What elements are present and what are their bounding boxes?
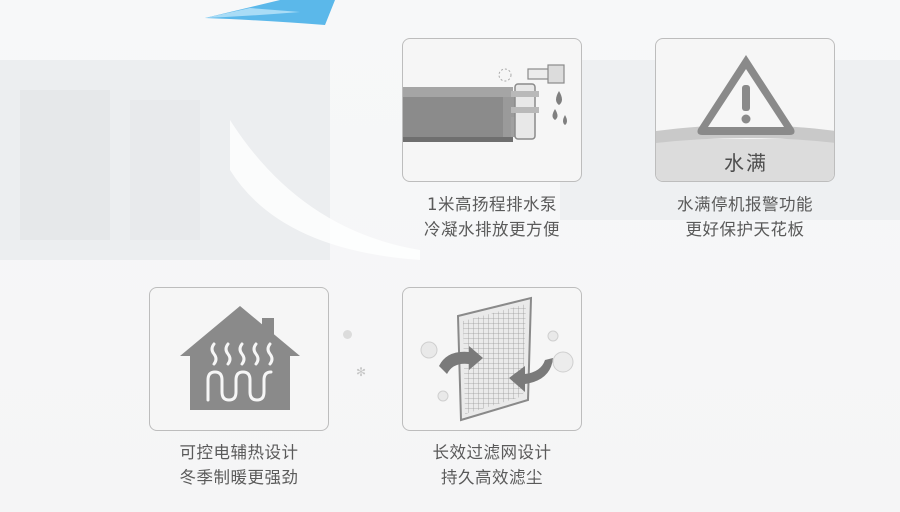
caption-heater: 可控电辅热设计 冬季制暖更强劲 — [149, 440, 329, 490]
caption-water-full: 水满停机报警功能 更好保护天花板 — [655, 192, 835, 242]
caption-line2: 持久高效滤尘 — [441, 468, 543, 487]
filter-mesh-icon — [420, 296, 574, 422]
feature-card-heater — [149, 287, 329, 431]
warning-icon — [656, 55, 834, 181]
caption-line1: 1米高扬程排水泵 — [427, 195, 557, 214]
water-full-badge: 水满 — [724, 151, 768, 175]
feature-card-pump — [402, 38, 582, 182]
caption-line1: 水满停机报警功能 — [677, 195, 813, 214]
snowflake-icon: ✻ — [356, 365, 367, 379]
caption-line1: 长效过滤网设计 — [432, 443, 552, 462]
caption-line2: 更好保护天花板 — [685, 220, 805, 239]
feature-card-water-full: 水满 — [655, 38, 835, 182]
caption-pump: 1米高扬程排水泵 冷凝水排放更方便 — [402, 192, 582, 242]
feature-card-filter — [402, 287, 582, 431]
caption-line2: 冷凝水排放更方便 — [424, 220, 560, 239]
particle-icon — [343, 330, 352, 339]
caption-line1: 可控电辅热设计 — [179, 443, 299, 462]
caption-filter: 长效过滤网设计 持久高效滤尘 — [402, 440, 582, 490]
drain-pump-icon — [403, 64, 567, 142]
house-heating-icon — [180, 306, 300, 410]
caption-line2: 冬季制暖更强劲 — [179, 468, 299, 487]
